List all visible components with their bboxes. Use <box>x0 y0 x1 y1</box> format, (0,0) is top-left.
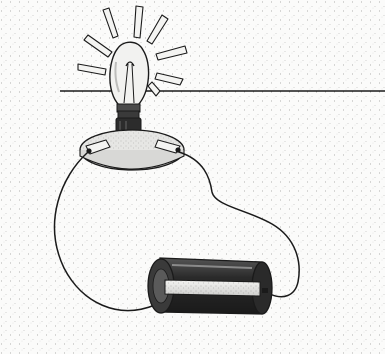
socket-base-plate <box>80 130 184 170</box>
battery <box>148 258 272 314</box>
bulb-socket <box>116 104 141 133</box>
light-bulb <box>110 42 149 105</box>
